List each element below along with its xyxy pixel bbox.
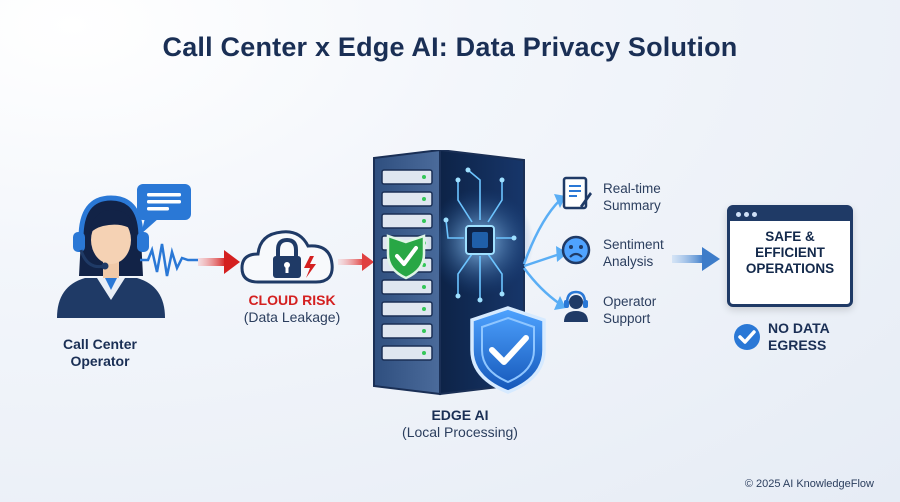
blue-shield-icon	[470, 306, 546, 394]
lightning-icon	[304, 256, 316, 278]
sad-face-icon	[561, 235, 591, 265]
copyright: © 2025 AI KnowledgeFlow	[744, 478, 874, 490]
operator-icon	[57, 184, 191, 318]
edge-ai-label: EDGE AI	[431, 407, 489, 423]
feature-sentiment-analysis: Sentiment Analysis	[603, 237, 664, 269]
headset-person-icon	[564, 290, 588, 322]
sound-wave-icon	[140, 243, 198, 277]
check-circle-icon	[734, 324, 760, 350]
cloud-risk-sub: (Data Leakage)	[243, 309, 341, 325]
lock-icon	[273, 237, 301, 278]
page-title: Call Center x Edge AI: Data Privacy Solu…	[162, 32, 738, 62]
document-icon	[562, 176, 592, 210]
no-egress-label: NO DATA EGRESS	[768, 320, 830, 353]
operator-label: Call Center Operator	[63, 336, 137, 369]
result-window: SAFE & EFFICIENT OPERATIONS	[727, 205, 853, 307]
window-titlebar	[730, 208, 850, 221]
chat-bubble-icon	[137, 184, 191, 234]
cloud-risk-label: CLOUD RISK	[248, 292, 336, 308]
result-text: SAFE & EFFICIENT OPERATIONS	[745, 229, 835, 276]
feature-realtime-summary: Real-time Summary	[603, 181, 661, 213]
blue-arrow-icon	[672, 247, 720, 271]
red-arrow-icon-2	[338, 253, 374, 271]
cloud-lock-icon	[240, 230, 334, 284]
feature-operator-support: Operator Support	[603, 294, 657, 326]
green-shield-icon	[386, 234, 426, 280]
red-arrow-icon	[198, 250, 240, 274]
edge-ai-sub: (Local Processing)	[402, 424, 518, 440]
